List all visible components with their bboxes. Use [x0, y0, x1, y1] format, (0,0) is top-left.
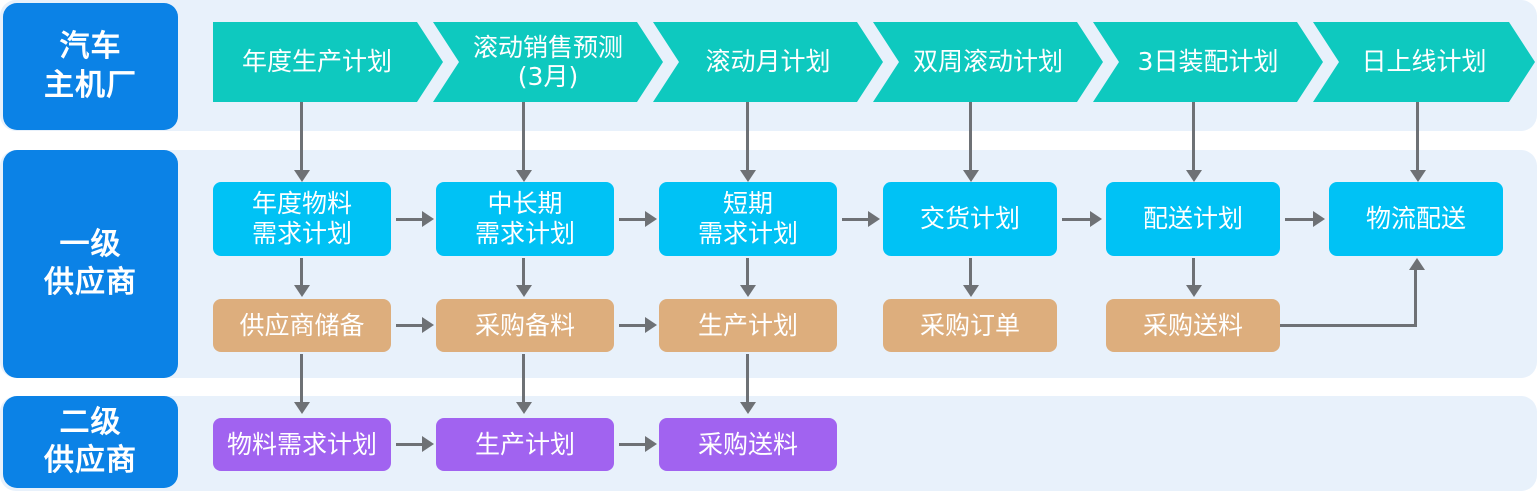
connector-chevron5-to-tier1: [1192, 102, 1195, 174]
arrowhead-t1p5-to-t1s5: [1186, 285, 1202, 297]
connector-t1s3-to-t2-3: [746, 354, 749, 404]
connector-t1p-3-to-4: [842, 218, 870, 221]
arrowhead-t1p3-to-t1s3: [740, 285, 756, 297]
arrowhead-t2-1-to-2: [422, 436, 434, 452]
chevron-rolling-monthly-plan[interactable]: 滚动月计划: [653, 22, 883, 102]
chevron-annual-production-plan[interactable]: 年度生产计划: [213, 22, 443, 102]
connector-t1p-4-to-5: [1062, 218, 1092, 221]
connector-t1p5-to-t1s5: [1192, 258, 1195, 287]
connector-t1s-2-to-3: [619, 324, 647, 327]
arrowhead-t1s1-to-t2-1: [294, 402, 310, 414]
arrowhead-t1s-1-to-2: [422, 317, 434, 333]
node-material-demand-plan-t2-label: 物料需求计划: [226, 429, 377, 459]
connector-t1p1-to-t1s1: [300, 258, 303, 287]
node-purchase-order-label: 采购订单: [919, 310, 1020, 340]
node-midlong-demand-plan[interactable]: 中长期 需求计划: [436, 182, 614, 256]
connector-t1p-1-to-2: [396, 218, 424, 221]
arrowhead-chevron4-to-tier1: [963, 170, 979, 182]
arrowhead-t1p-2-to-3: [645, 211, 657, 227]
node-annual-material-demand-plan[interactable]: 年度物料 需求计划: [213, 182, 391, 256]
arrowhead-chevron5-to-tier1: [1186, 170, 1202, 182]
arrowhead-t1p2-to-t1s2: [516, 285, 532, 297]
connector-t1p3-to-t1s3: [746, 258, 749, 287]
lane-label-tier1-text: 一级 供应商: [44, 226, 137, 300]
arrowhead-t1p-4-to-5: [1090, 211, 1102, 227]
chevron-three-day-assembly-plan[interactable]: 3日装配计划: [1093, 22, 1323, 102]
connector-chevron6-to-tier1: [1416, 102, 1419, 174]
arrowhead-t1p-1-to-2: [422, 211, 434, 227]
node-purchase-delivery-t1[interactable]: 采购送料: [1106, 299, 1280, 352]
connector-t1p2-to-t1s2: [522, 258, 525, 287]
arrowhead-chevron6-to-tier1: [1410, 170, 1426, 182]
arrowhead-t1p-3-to-4: [868, 211, 880, 227]
connector-t1s-1-to-2: [396, 324, 424, 327]
connector-chevron4-to-tier1: [969, 102, 972, 174]
arrowhead-t1p4-to-t1s4: [963, 285, 979, 297]
connector-t1s1-to-t2-1: [300, 354, 303, 404]
lane-label-tier1: 一级 供应商: [3, 150, 178, 378]
node-logistics-delivery-label: 物流配送: [1365, 204, 1466, 233]
lane-label-tier2: 二级 供应商: [3, 396, 178, 488]
node-production-plan-t2-label: 生产计划: [474, 429, 575, 459]
arrowhead-chevron1-to-tier1: [294, 170, 310, 182]
arrowhead-t1s-2-to-3: [645, 317, 657, 333]
node-delivery-plan-label: 交货计划: [919, 204, 1020, 233]
node-supplier-stockpile[interactable]: 供应商储备: [213, 299, 391, 352]
arrowhead-chevron2-to-tier1: [516, 170, 532, 182]
node-purchase-preparation-label: 采购备料: [474, 310, 575, 340]
chevron-daily-line-plan[interactable]: 日上线计划: [1313, 22, 1535, 102]
arrowhead-t1p1-to-t1s1: [294, 285, 310, 297]
chevron-biweekly-rolling-plan-label: 双周滚动计划: [912, 47, 1063, 77]
node-short-demand-plan-label: 短期 需求计划: [697, 189, 798, 248]
node-production-plan-t1[interactable]: 生产计划: [659, 299, 837, 352]
node-delivery-plan[interactable]: 交货计划: [883, 182, 1057, 256]
arrowhead-t1s2-to-t2-2: [516, 402, 532, 414]
connector-chevron1-to-tier1: [300, 102, 303, 174]
chevron-rolling-sales-forecast-label: 滚动销售预测 (3月): [472, 32, 623, 91]
chevron-rolling-monthly-plan-label: 滚动月计划: [705, 47, 831, 77]
connector-t1s5-to-logistics-horizontal: [1280, 324, 1414, 327]
connector-t2-1-to-2: [396, 443, 424, 446]
lane-label-oem-text: 汽车 主机厂: [44, 29, 137, 103]
node-material-demand-plan-t2[interactable]: 物料需求计划: [213, 418, 391, 471]
chevron-biweekly-rolling-plan[interactable]: 双周滚动计划: [873, 22, 1103, 102]
connector-t1s2-to-t2-2: [522, 354, 525, 404]
node-distribution-plan-label: 配送计划: [1142, 204, 1243, 233]
node-production-plan-t1-label: 生产计划: [697, 310, 798, 340]
chevron-daily-line-plan-label: 日上线计划: [1361, 47, 1487, 77]
connector-chevron2-to-tier1: [522, 102, 525, 174]
connector-t1s5-to-logistics-vertical: [1414, 268, 1417, 327]
node-midlong-demand-plan-label: 中长期 需求计划: [474, 189, 575, 248]
node-purchase-delivery-t2-label: 采购送料: [697, 429, 798, 459]
lane-label-oem: 汽车 主机厂: [3, 3, 178, 130]
arrowhead-t1s3-to-t2-3: [740, 402, 756, 414]
arrowhead-chevron3-to-tier1: [740, 170, 756, 182]
node-purchase-preparation[interactable]: 采购备料: [436, 299, 614, 352]
connector-t1p-2-to-3: [619, 218, 647, 221]
node-purchase-delivery-t2[interactable]: 采购送料: [659, 418, 837, 471]
arrowhead-t2-2-to-3: [645, 436, 657, 452]
connector-t1p-5-to-6: [1285, 218, 1315, 221]
node-purchase-delivery-t1-label: 采购送料: [1142, 310, 1243, 340]
connector-chevron3-to-tier1: [746, 102, 749, 174]
connector-t2-2-to-3: [619, 443, 647, 446]
connector-t1p4-to-t1s4: [969, 258, 972, 287]
node-production-plan-t2[interactable]: 生产计划: [436, 418, 614, 471]
node-logistics-delivery[interactable]: 物流配送: [1329, 182, 1503, 256]
chevron-three-day-assembly-plan-label: 3日装配计划: [1137, 47, 1279, 77]
arrowhead-t1s5-to-logistics: [1409, 258, 1425, 270]
chevron-annual-production-plan-label: 年度生产计划: [241, 47, 392, 77]
node-short-demand-plan[interactable]: 短期 需求计划: [659, 182, 837, 256]
node-distribution-plan[interactable]: 配送计划: [1106, 182, 1280, 256]
arrowhead-t1p-5-to-6: [1313, 211, 1325, 227]
node-annual-material-demand-plan-label: 年度物料 需求计划: [251, 189, 352, 248]
node-purchase-order[interactable]: 采购订单: [883, 299, 1057, 352]
chevron-rolling-sales-forecast[interactable]: 滚动销售预测 (3月): [433, 22, 663, 102]
node-supplier-stockpile-label: 供应商储备: [239, 310, 365, 340]
lane-label-tier2-text: 二级 供应商: [44, 404, 137, 478]
